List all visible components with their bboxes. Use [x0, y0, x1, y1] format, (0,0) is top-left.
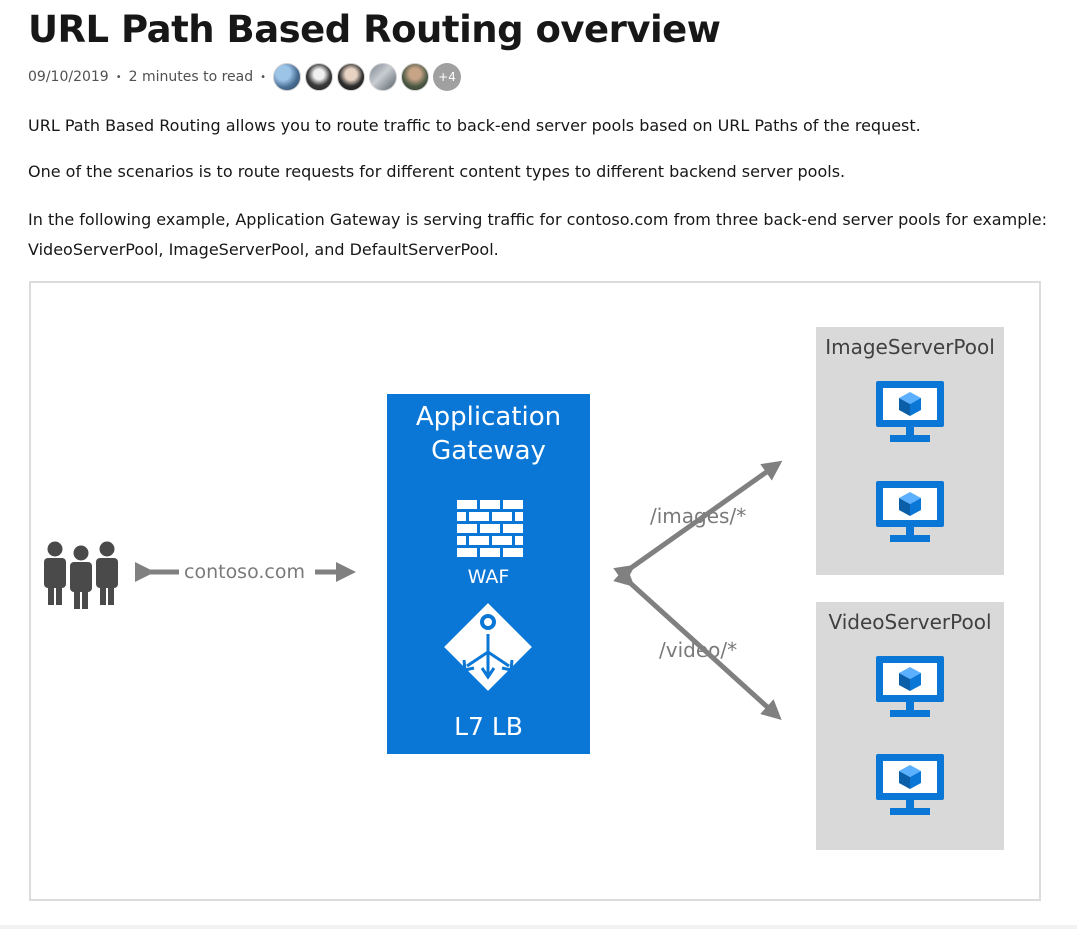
contributor-avatar[interactable]: [305, 63, 334, 91]
contributors-list: +4: [273, 63, 465, 91]
pool-title: ImageServerPool: [825, 335, 995, 359]
contributor-avatar[interactable]: [337, 63, 366, 91]
article-metadata: 09/10/2019 • 2 minutes to read • +4: [28, 62, 465, 92]
routing-diagram: Application Gateway WAF L7 LB: [29, 281, 1041, 901]
vm-monitor-icon: [876, 656, 944, 717]
publish-date: 09/10/2019: [28, 69, 109, 85]
l7-lb-label: L7 LB: [454, 712, 523, 741]
firewall-icon: [457, 500, 523, 557]
users-icon: [44, 541, 118, 609]
gateway-title: Application Gateway: [387, 400, 590, 468]
vm-monitor-icon: [876, 754, 944, 815]
vm-monitor-icon: [876, 481, 944, 542]
meta-separator: •: [115, 71, 122, 83]
example-paragraph: In the following example, Application Ga…: [28, 210, 1048, 259]
gateway-title-line: Gateway: [431, 436, 546, 466]
page-bottom-divider: [0, 925, 1077, 929]
diagram-graphics: [44, 381, 944, 815]
page-title: URL Path Based Routing overview: [28, 8, 721, 51]
more-contributors-button[interactable]: +4: [433, 63, 462, 91]
gateway-icons: [444, 500, 532, 691]
contributor-avatar[interactable]: [273, 63, 302, 91]
video-route-arrow: [613, 566, 782, 721]
contributor-avatar[interactable]: [401, 63, 430, 91]
load-balancer-icon: [444, 603, 532, 691]
images-route-arrow: [613, 460, 783, 585]
client-domain-label: contoso.com: [182, 561, 307, 583]
meta-separator: •: [260, 71, 267, 83]
waf-label: WAF: [467, 566, 510, 588]
scenario-paragraph: One of the scenarios is to route request…: [28, 162, 846, 181]
read-time: 2 minutes to read: [128, 69, 254, 85]
pool-title: VideoServerPool: [828, 610, 992, 634]
vm-monitor-icon: [876, 381, 944, 442]
application-gateway: Application Gateway WAF L7 LB: [387, 394, 590, 754]
gateway-title-line: Application: [415, 402, 562, 432]
contributor-avatar[interactable]: [369, 63, 398, 91]
intro-paragraph: URL Path Based Routing allows you to rou…: [28, 116, 921, 135]
